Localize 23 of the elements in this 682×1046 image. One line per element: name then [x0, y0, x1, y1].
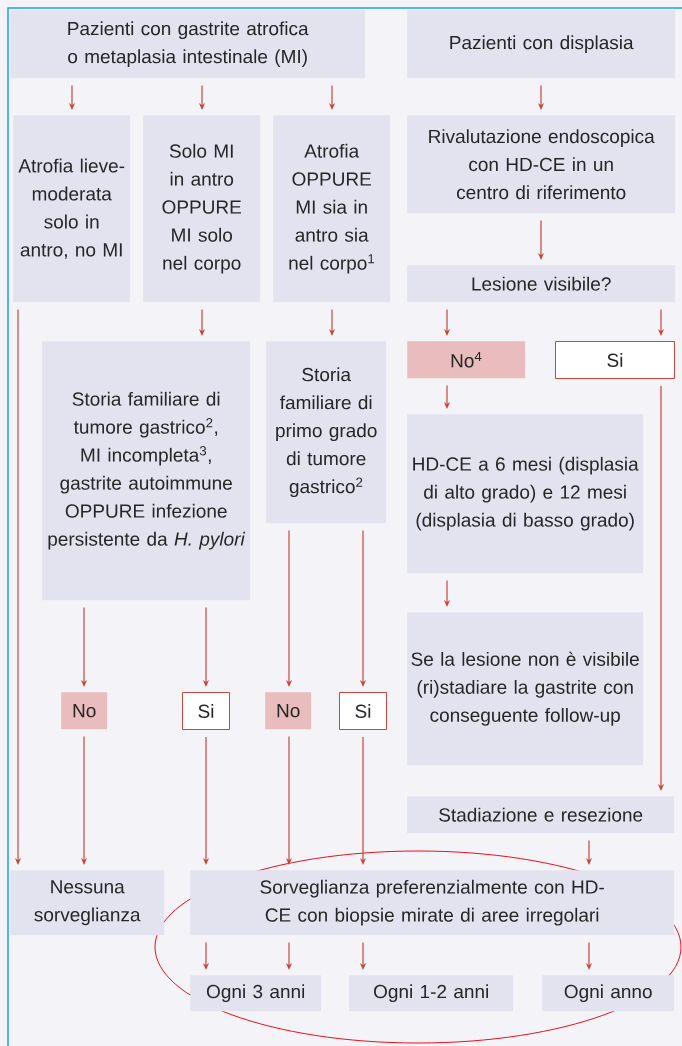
answer-box: No — [265, 692, 312, 730]
process-box: Sorveglianza preferenzialmente con HD-CE con biopsie mirate di aree irregolari — [190, 870, 675, 936]
process-box: Storia familiare di primo grado di tumore gastrico$^{2}$ — [266, 341, 387, 524]
answer-box: No$^{4}$ — [407, 341, 526, 379]
process-box: Ogni 1-2 anni — [349, 975, 514, 1012]
process-box: Stadiazione e resezione — [407, 796, 675, 834]
process-box: HD-CE a 6 mesi (displasia di alto grado) e 12 mesi (displasia di basso grado) — [407, 414, 644, 574]
process-box: Ogni 3 anni — [190, 975, 322, 1012]
answer-box: Si — [555, 341, 675, 379]
process-box: Lesione visibile? — [407, 265, 676, 303]
answer-box: Si — [182, 692, 230, 730]
process-box: Nessuna sorveglianza — [10, 870, 165, 936]
answer-box: Si — [339, 692, 387, 730]
answer-box: No — [61, 692, 108, 730]
process-box: Pazienti con gastrite atrofica o metaplasia intestinale (MI) — [10, 10, 366, 79]
process-box: Pazienti con displasia — [407, 10, 676, 79]
process-box: Ogni anno — [542, 975, 675, 1012]
process-box: Se la lesione non è visibile (ri)stadiare la gastrite con conseguente follow-up — [407, 612, 644, 766]
process-box: Solo MI in antro OPPURE MI solo nel corpo — [143, 115, 261, 303]
process-box: Atrofia OPPURE MI sia in antro sia nel corpo$^{1}$ — [273, 115, 391, 303]
process-box: Storia familiare di tumore gastrico$^{2}$, MI incompleta$^{3}$, gastrite autoimmune OPPURE infezione persistente da H. pylori — [42, 341, 251, 601]
process-box: Rivalutazione endoscopica con HD-CE in un centro di riferimento — [407, 115, 676, 214]
process-box: Atrofia lieve-moderata solo in antro, no MI — [13, 115, 131, 303]
